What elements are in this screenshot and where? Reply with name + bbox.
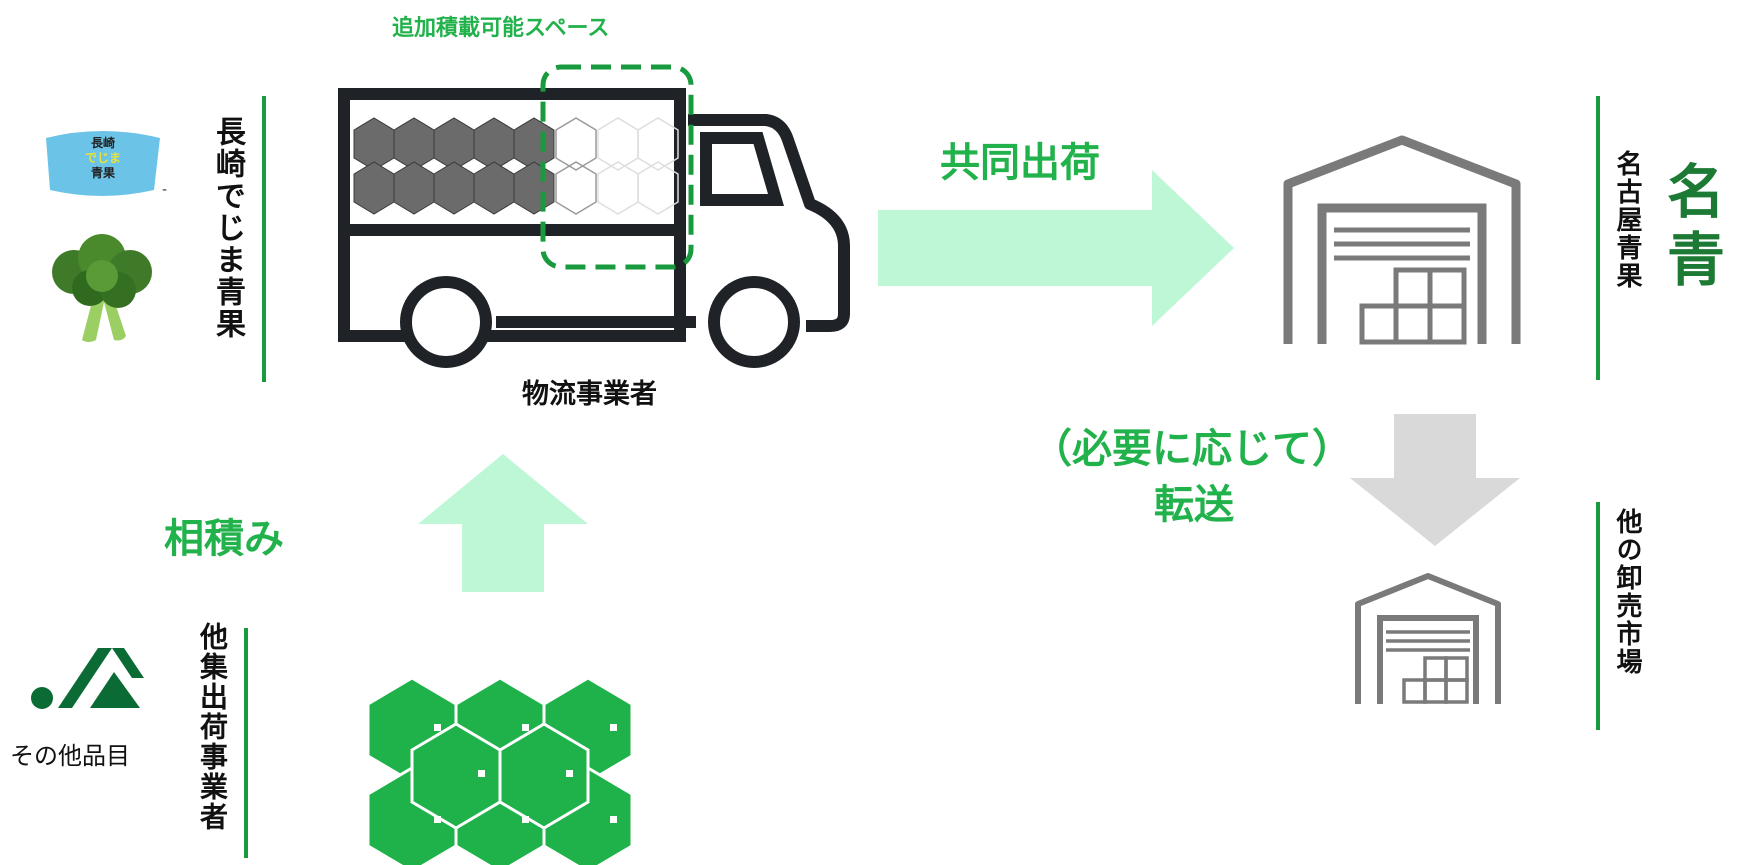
joint-shipping-arrow <box>878 170 1234 326</box>
nagasaki-divider <box>262 96 266 382</box>
transfer-arrow <box>1350 414 1520 546</box>
consolidation-arrow <box>418 454 588 592</box>
nagoya-divider <box>1596 96 1600 380</box>
other-shippers-divider <box>244 628 248 858</box>
broccoli-icon <box>44 232 160 344</box>
warehouse-icon <box>1282 135 1522 348</box>
extra-space-frame <box>540 64 694 270</box>
other-items-label: その他品目 <box>10 742 130 770</box>
consolidated-label: 相積み <box>164 516 284 562</box>
truck-icon <box>336 60 856 380</box>
boxes-icon <box>364 664 640 865</box>
other-market-label: 他の卸売市場 <box>1612 508 1642 676</box>
dot-mark: ‑ <box>162 182 168 198</box>
nagasaki-logo-icon: 長崎 でじま 青果 <box>42 128 164 200</box>
as-needed-label: （必要に応じて） <box>1032 426 1352 472</box>
nagoya-logo-icon: 名青 <box>1666 158 1725 294</box>
joint-shipping-label: 共同出荷 <box>940 140 1100 186</box>
other-market-warehouse-icon <box>1354 573 1502 706</box>
nagasaki-logo-line2: でじま <box>84 151 121 165</box>
nagasaki-logo-line1: 長崎 <box>90 136 115 150</box>
extra-space-label: 追加積載可能スペース <box>392 16 610 41</box>
other-shippers-label: 他集出荷事業者 <box>196 622 229 832</box>
logistics-label: 物流事業者 <box>522 379 657 410</box>
nagasaki-label: 長崎でじま青果 <box>210 116 245 340</box>
nagoya-label: 名古屋青果 <box>1612 150 1642 290</box>
transfer-label: 転送 <box>1154 482 1234 528</box>
other-market-divider <box>1596 502 1600 730</box>
nagasaki-logo-line3: 青果 <box>90 166 115 180</box>
ja-logo-icon <box>28 628 144 714</box>
